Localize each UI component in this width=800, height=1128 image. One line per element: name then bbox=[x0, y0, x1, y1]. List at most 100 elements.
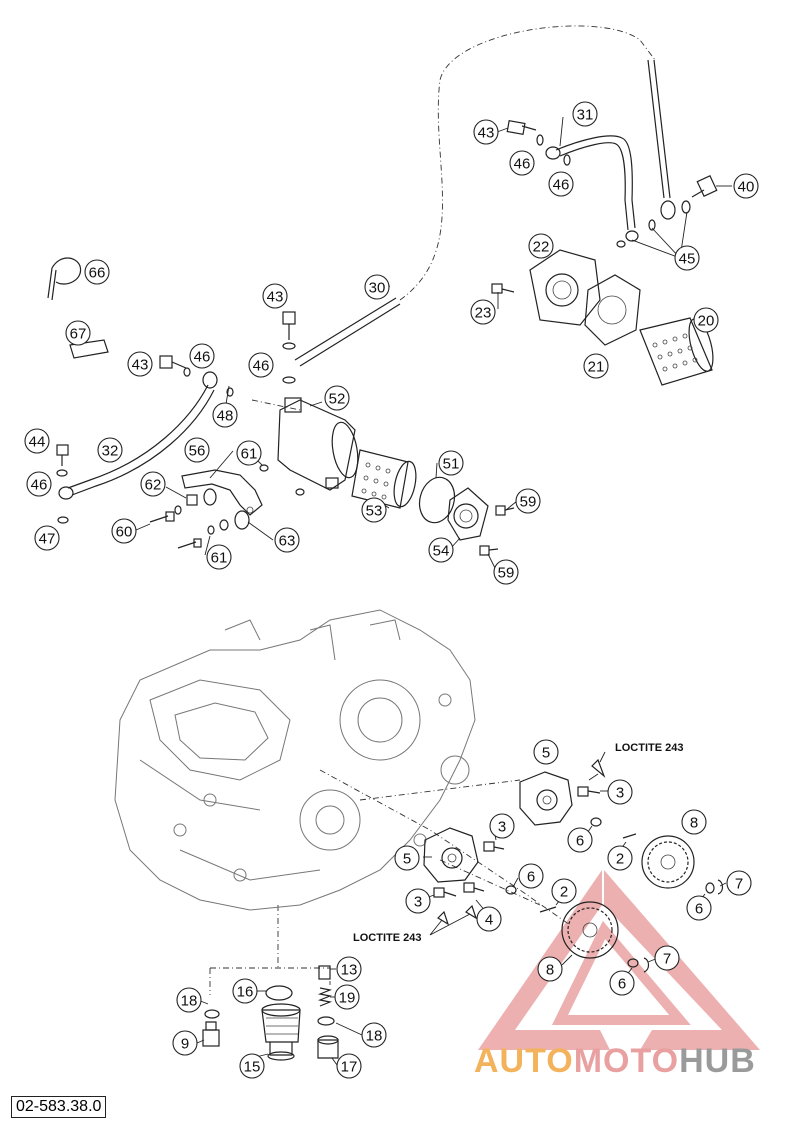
gasket-21 bbox=[584, 274, 641, 346]
callout-8: 8 bbox=[537, 956, 563, 982]
dipstick-tube bbox=[647, 59, 676, 220]
svg-text:3: 3 bbox=[616, 785, 624, 802]
svg-text:56: 56 bbox=[189, 443, 206, 460]
callout-59: 59 bbox=[493, 559, 519, 585]
gear-8-lower bbox=[561, 901, 619, 959]
svg-text:5: 5 bbox=[542, 745, 550, 762]
callout-51: 51 bbox=[438, 450, 464, 476]
callout-6: 6 bbox=[686, 895, 712, 921]
svg-text:6: 6 bbox=[618, 976, 626, 993]
callout-15: 15 bbox=[239, 1053, 265, 1079]
callout-18: 18 bbox=[176, 987, 202, 1013]
svg-text:59: 59 bbox=[520, 494, 537, 511]
callout-46: 46 bbox=[548, 171, 574, 197]
callout-7: 7 bbox=[726, 870, 752, 896]
cover-54 bbox=[447, 487, 489, 541]
svg-text:8: 8 bbox=[546, 962, 554, 979]
svg-text:6: 6 bbox=[527, 869, 535, 886]
callout-21: 21 bbox=[583, 353, 609, 379]
svg-text:62: 62 bbox=[145, 477, 162, 494]
svg-text:43: 43 bbox=[478, 125, 495, 142]
svg-text:30: 30 bbox=[369, 280, 386, 297]
zip-tie-66 bbox=[47, 257, 82, 301]
svg-text:7: 7 bbox=[663, 951, 671, 968]
svg-text:53: 53 bbox=[366, 503, 383, 520]
svg-text:5: 5 bbox=[403, 851, 411, 868]
callout-47: 47 bbox=[34, 525, 60, 551]
callout-53: 53 bbox=[361, 497, 387, 523]
callout-67: 67 bbox=[65, 320, 91, 346]
svg-text:32: 32 bbox=[102, 443, 119, 460]
filter-53 bbox=[351, 449, 417, 509]
callout-56: 56 bbox=[184, 437, 210, 463]
svg-text:8: 8 bbox=[690, 815, 698, 832]
callout-44: 44 bbox=[24, 428, 50, 454]
loctite-note-lower: LOCTITE 243 bbox=[353, 932, 421, 944]
callout-16: 16 bbox=[232, 978, 258, 1004]
svg-text:40: 40 bbox=[738, 179, 755, 196]
gear-8-upper bbox=[641, 835, 695, 889]
callout-9: 9 bbox=[172, 1030, 198, 1056]
callout-19: 19 bbox=[334, 984, 360, 1010]
watermark-text: AUTOMOTOHUB bbox=[474, 1042, 756, 1081]
callout-20: 20 bbox=[693, 307, 719, 333]
svg-text:17: 17 bbox=[341, 1059, 358, 1076]
small-parts bbox=[149, 464, 305, 549]
svg-text:2: 2 bbox=[616, 851, 624, 868]
callout-5: 5 bbox=[394, 845, 420, 871]
svg-text:2: 2 bbox=[560, 884, 568, 901]
routing-lines bbox=[209, 25, 656, 995]
filter-cover-22 bbox=[529, 249, 601, 326]
screws-59 bbox=[479, 505, 515, 556]
watermark-text-hub: HUB bbox=[679, 1042, 756, 1080]
callout-3: 3 bbox=[607, 779, 633, 805]
callout-2: 2 bbox=[607, 845, 633, 871]
svg-text:66: 66 bbox=[89, 265, 106, 282]
callout-61: 61 bbox=[236, 440, 262, 466]
svg-text:18: 18 bbox=[181, 993, 198, 1010]
svg-text:4: 4 bbox=[485, 912, 493, 929]
callout-66: 66 bbox=[84, 259, 110, 285]
filter-housing-52 bbox=[277, 397, 359, 491]
svg-text:51: 51 bbox=[443, 456, 460, 473]
callout-3: 3 bbox=[405, 888, 431, 914]
watermark-text-auto: AUTO bbox=[474, 1042, 574, 1080]
svg-text:31: 31 bbox=[577, 107, 594, 124]
svg-text:23: 23 bbox=[475, 305, 492, 322]
svg-text:52: 52 bbox=[329, 391, 346, 408]
pump-bolts-3 bbox=[433, 786, 601, 898]
svg-text:16: 16 bbox=[237, 984, 254, 1001]
svg-text:44: 44 bbox=[29, 434, 46, 451]
svg-text:61: 61 bbox=[211, 550, 228, 567]
svg-text:43: 43 bbox=[267, 289, 284, 306]
callout-31: 31 bbox=[572, 101, 598, 127]
clip-67 bbox=[69, 339, 109, 359]
svg-text:3: 3 bbox=[498, 819, 506, 836]
svg-text:67: 67 bbox=[70, 326, 87, 343]
svg-text:15: 15 bbox=[244, 1059, 261, 1076]
callout-43: 43 bbox=[127, 351, 153, 377]
callout-46: 46 bbox=[248, 352, 274, 378]
callout-17: 17 bbox=[336, 1053, 362, 1079]
callout-46: 46 bbox=[26, 471, 52, 497]
callout-45: 45 bbox=[674, 245, 700, 271]
svg-text:47: 47 bbox=[39, 531, 56, 548]
svg-text:60: 60 bbox=[116, 524, 133, 541]
svg-text:13: 13 bbox=[341, 962, 358, 979]
callout-40: 40 bbox=[733, 173, 759, 199]
watermark-text-moto: MOTO bbox=[573, 1042, 680, 1080]
svg-text:6: 6 bbox=[695, 901, 703, 918]
callout-3: 3 bbox=[489, 813, 515, 839]
svg-text:46: 46 bbox=[194, 349, 211, 366]
svg-text:7: 7 bbox=[735, 876, 743, 893]
callout-32: 32 bbox=[97, 437, 123, 463]
callout-6: 6 bbox=[567, 827, 593, 853]
oil-line-32 bbox=[58, 371, 218, 500]
callout-62: 62 bbox=[140, 471, 166, 497]
callout-59: 59 bbox=[515, 488, 541, 514]
callout-54: 54 bbox=[428, 537, 454, 563]
callout-52: 52 bbox=[324, 385, 350, 411]
svg-text:21: 21 bbox=[588, 359, 605, 376]
watermark-logo bbox=[478, 870, 760, 1050]
